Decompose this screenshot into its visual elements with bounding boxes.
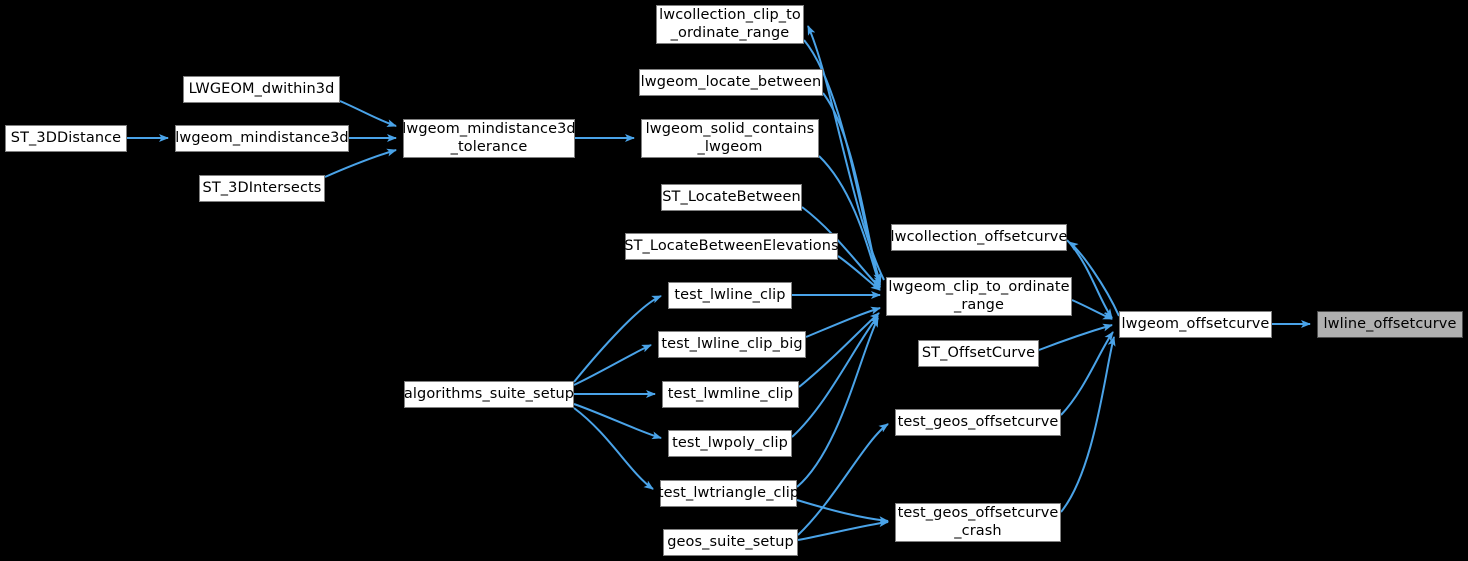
- call-edge: [818, 155, 882, 288]
- graph-node-test_geos_offsetcurve_crash[interactable]: test_geos_offsetcurve _crash: [895, 503, 1061, 542]
- graph-node-st_locatebetween[interactable]: ST_LocateBetween: [661, 184, 802, 211]
- graph-node-algorithms_suite_setup[interactable]: algorithms_suite_setup: [404, 381, 574, 408]
- call-edge: [1060, 336, 1116, 513]
- call-edge: [837, 255, 881, 291]
- call-edge: [573, 403, 662, 440]
- graph-node-geos_suite_setup[interactable]: geos_suite_setup: [663, 529, 798, 556]
- call-edge: [822, 92, 882, 286]
- call-edge: [1066, 239, 1113, 319]
- graph-node-test_lwline_clip[interactable]: test_lwline_clip: [668, 282, 792, 309]
- call-edge: [791, 315, 879, 438]
- graph-node-test_lwpoly_clip[interactable]: test_lwpoly_clip: [668, 430, 792, 457]
- graph-node-test_lwtriangle_clip[interactable]: test_lwtriangle_clip: [658, 480, 799, 507]
- graph-node-lwgeom_offsetcurve[interactable]: lwgeom_offsetcurve: [1119, 311, 1272, 338]
- graph-node-lwgeom_dwithin3d[interactable]: LWGEOM_dwithin3d: [183, 76, 340, 103]
- call-edge: [796, 499, 889, 525]
- call-edge: [1060, 331, 1114, 416]
- call-edge: [1068, 241, 1120, 317]
- graph-node-lwcollection_offsetcurve[interactable]: lwcollection_offsetcurve: [891, 224, 1067, 251]
- call-edge: [796, 317, 879, 488]
- graph-node-st_locatebetweenelevations[interactable]: ST_LocateBetweenElevations: [624, 233, 839, 260]
- call-edge: [324, 148, 397, 178]
- graph-node-st_3ddistance[interactable]: ST_3DDistance: [5, 125, 127, 152]
- call-edge: [797, 519, 889, 541]
- call-edge: [339, 100, 397, 127]
- graph-node-test_geos_offsetcurve[interactable]: test_geos_offsetcurve: [895, 409, 1061, 436]
- call-edge: [573, 407, 654, 490]
- call-edge: [1071, 299, 1113, 320]
- graph-node-lwgeom_mindistance3d[interactable]: lwgeom_mindistance3d: [175, 125, 349, 152]
- graph-node-test_lwmline_clip[interactable]: test_lwmline_clip: [662, 381, 799, 408]
- graph-node-lwgeom_mindistance3d_tolerance[interactable]: lwgeom_mindistance3d _tolerance: [402, 119, 576, 158]
- call-edge: [573, 295, 662, 383]
- graph-node-test_lwline_clip_big[interactable]: test_lwline_clip_big: [658, 331, 806, 358]
- graph-node-lwgeom_locate_between[interactable]: lwgeom_locate_between: [639, 69, 823, 96]
- graph-node-lwgeom_clip_to_ordinate_range[interactable]: lwgeom_clip_to_ordinate _range: [886, 277, 1072, 316]
- call-edge: [805, 306, 881, 338]
- call-edge: [797, 423, 889, 536]
- call-edge: [573, 344, 652, 386]
- graph-node-lwgeom_solid_contains_lwgeom[interactable]: lwgeom_solid_contains _lwgeom: [641, 119, 819, 158]
- graph-node-lwline_offsetcurve[interactable]: lwline_offsetcurve: [1317, 311, 1463, 338]
- graph-node-lwcollection_clip_to_ordinate_range[interactable]: lwcollection_clip_to _ordinate_range: [656, 5, 804, 44]
- graph-node-st_3dintersects[interactable]: ST_3DIntersects: [199, 175, 325, 202]
- call-edge: [1038, 323, 1113, 351]
- call-edge: [801, 206, 881, 289]
- graph-node-st_offsetcurve[interactable]: ST_OffsetCurve: [918, 340, 1039, 367]
